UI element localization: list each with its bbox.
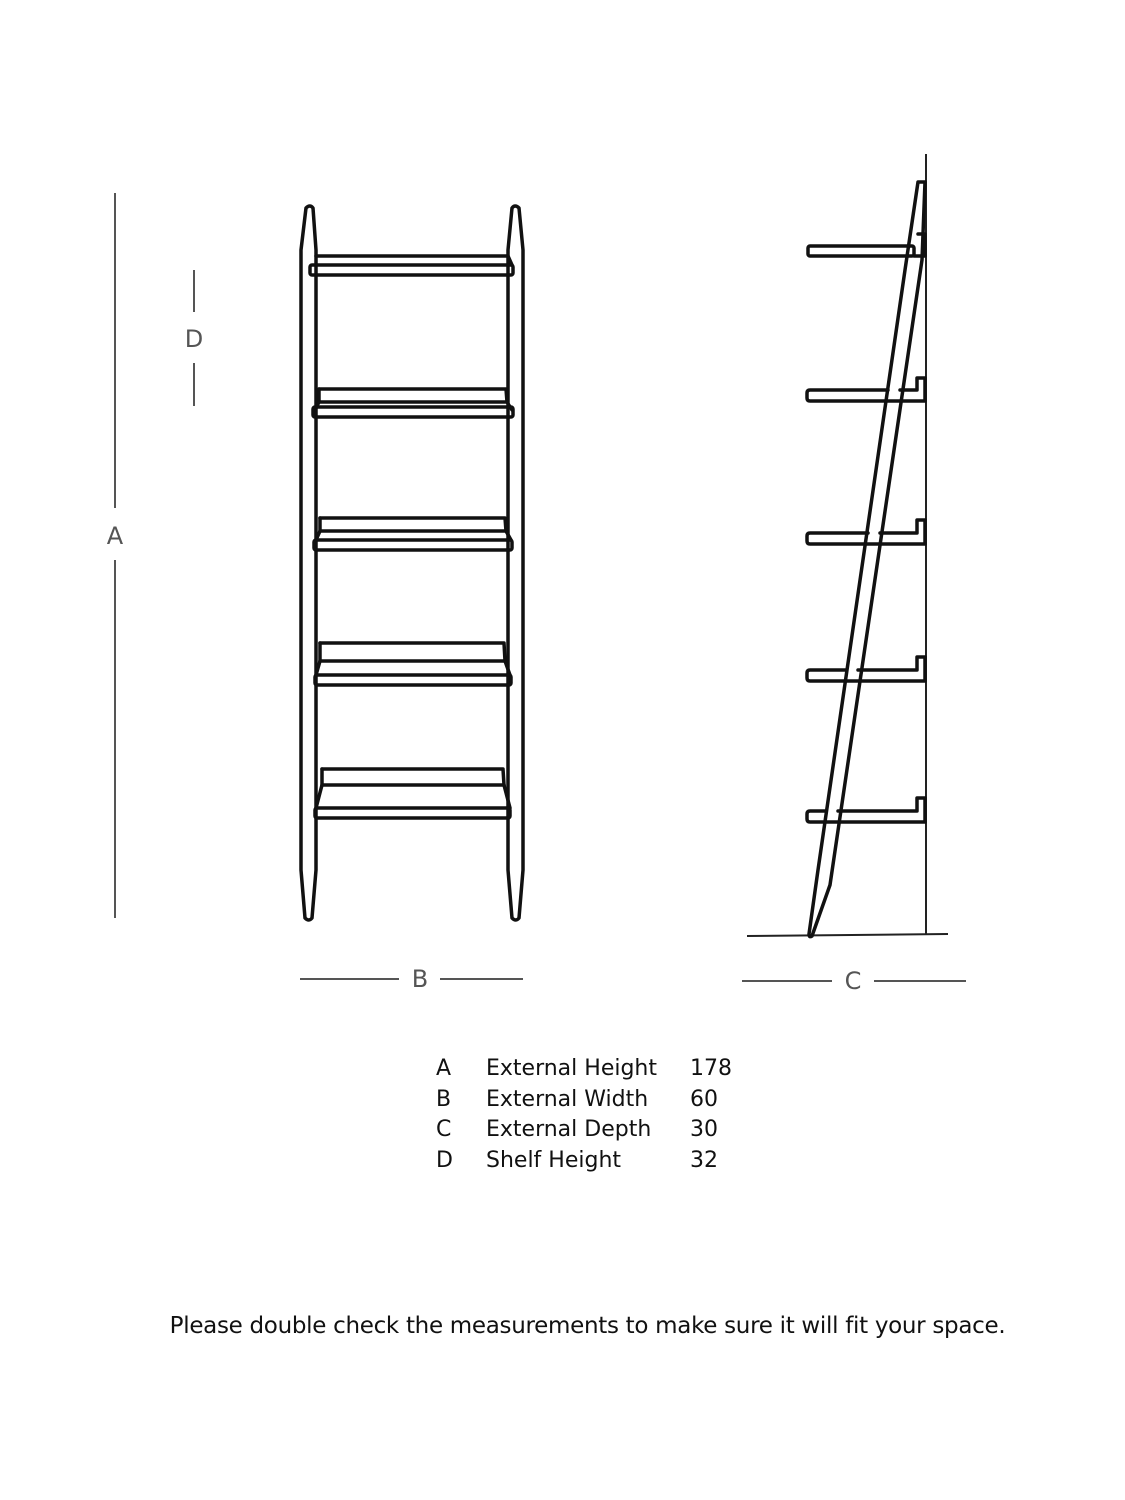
- measurement-note: Please double check the measurements to …: [169, 1313, 1006, 1339]
- front-shelf-3: [312, 516, 514, 552]
- dimension-c-label: C: [845, 967, 862, 995]
- spec-value: 178: [690, 1056, 732, 1081]
- spec-code: D: [436, 1147, 453, 1173]
- spec-label: External Height: [486, 1056, 657, 1081]
- side-shelf-1: [806, 232, 927, 258]
- spec-label: Shelf Height: [486, 1147, 622, 1173]
- front-right-leg: [506, 204, 525, 922]
- specs-table: A External Height 178 B External Width 6…: [436, 1054, 750, 1176]
- spec-value: 60: [690, 1086, 718, 1112]
- front-shelf-1: [308, 254, 515, 277]
- side-shelf-5: [805, 796, 927, 824]
- front-shelf-5: [313, 767, 512, 820]
- spec-row: D Shelf Height 32: [436, 1146, 750, 1177]
- front-shelf-2: [311, 387, 515, 419]
- spec-label: External Width: [486, 1086, 649, 1112]
- spec-value: 30: [690, 1117, 718, 1142]
- spec-label: External Depth: [486, 1117, 652, 1142]
- side-view: [746, 154, 949, 939]
- spec-code: A: [436, 1056, 452, 1081]
- floor-line: [746, 933, 949, 937]
- dimension-a-label: A: [107, 522, 124, 550]
- spec-row: A External Height 178: [436, 1054, 750, 1085]
- side-shelf-2: [805, 376, 927, 403]
- side-leaning-leg: [807, 180, 927, 939]
- spec-row: B External Width 60: [436, 1085, 750, 1116]
- dimension-d-label: D: [185, 325, 203, 353]
- spec-value: 32: [690, 1147, 718, 1173]
- front-left-leg: [299, 204, 318, 922]
- side-shelf-4: [805, 655, 927, 683]
- dimension-b-label: B: [412, 965, 428, 993]
- front-shelf-4: [313, 641, 513, 687]
- spec-code: B: [436, 1086, 452, 1112]
- shelf-dimension-diagram: A D: [107, 154, 966, 995]
- spec-code: C: [436, 1117, 452, 1142]
- side-shelf-3: [805, 518, 927, 546]
- front-view: [299, 204, 525, 922]
- spec-row: C External Depth 30: [436, 1115, 750, 1146]
